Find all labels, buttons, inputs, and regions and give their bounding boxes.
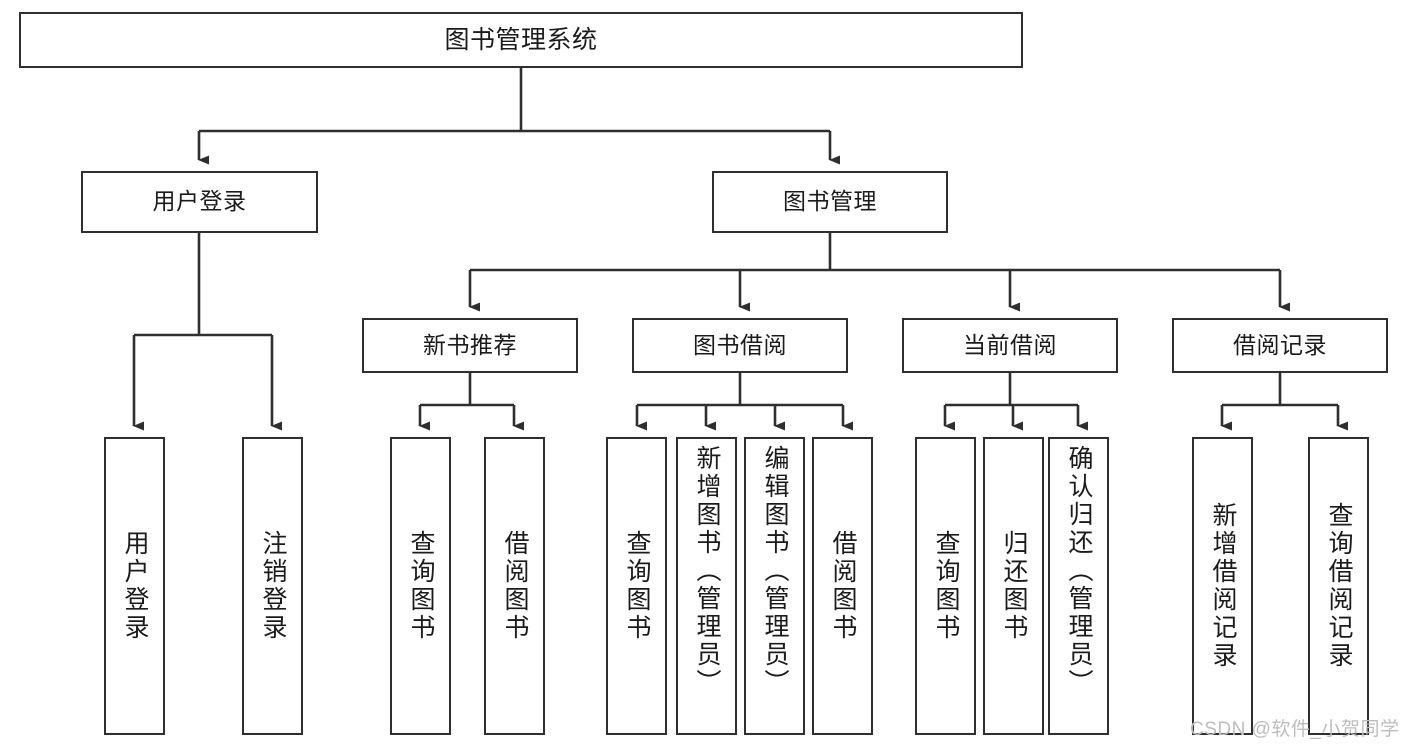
watermark-text: CSDN @软件_小贺同学 [1190, 719, 1400, 740]
node-root[interactable]: 图书管理系统 [19, 12, 1023, 68]
node-current-borrow-label: 当前借阅 [963, 331, 1057, 358]
node-root-label: 图书管理系统 [444, 26, 598, 54]
node-leaf-add-book[interactable]: 新增图书（管理员） [676, 437, 737, 735]
node-leaf-confirm-return-label: 确认归还（管理员） [1065, 445, 1093, 697]
node-book-management[interactable]: 图书管理 [712, 171, 948, 233]
node-leaf-return-book-label: 归还图书 [1000, 530, 1028, 642]
node-current-borrow[interactable]: 当前借阅 [902, 318, 1118, 373]
node-book-borrow-label: 图书借阅 [693, 331, 787, 358]
node-leaf-logout-login[interactable]: 注销登录 [242, 437, 303, 735]
node-leaf-add-borrow-record-label: 新增借阅记录 [1209, 502, 1237, 670]
node-book-management-label: 图书管理 [783, 188, 877, 215]
node-borrow-record[interactable]: 借阅记录 [1172, 318, 1388, 373]
node-new-book-recommend[interactable]: 新书推荐 [362, 318, 578, 373]
node-leaf-query-borrow-record[interactable]: 查询借阅记录 [1308, 437, 1369, 735]
node-leaf-query-book-1[interactable]: 查询图书 [390, 437, 451, 735]
node-leaf-add-book-label: 新增图书（管理员） [693, 445, 721, 697]
node-leaf-query-book-2[interactable]: 查询图书 [606, 437, 667, 735]
node-leaf-borrow-book-1-label: 借阅图书 [501, 530, 529, 642]
node-leaf-borrow-book-2[interactable]: 借阅图书 [812, 437, 873, 735]
node-leaf-query-book-2-label: 查询图书 [623, 530, 651, 642]
node-leaf-user-login[interactable]: 用户登录 [104, 437, 165, 735]
node-leaf-edit-book-label: 编辑图书（管理员） [761, 445, 789, 697]
node-leaf-query-book-1-label: 查询图书 [407, 530, 435, 642]
node-leaf-add-borrow-record[interactable]: 新增借阅记录 [1192, 437, 1253, 735]
node-leaf-return-book[interactable]: 归还图书 [983, 437, 1044, 735]
node-leaf-edit-book[interactable]: 编辑图书（管理员） [744, 437, 805, 735]
node-book-borrow[interactable]: 图书借阅 [632, 318, 848, 373]
node-leaf-logout-login-label: 注销登录 [259, 530, 287, 642]
node-leaf-query-book-3-label: 查询图书 [932, 530, 960, 642]
node-borrow-record-label: 借阅记录 [1233, 331, 1327, 358]
node-leaf-user-login-label: 用户登录 [121, 530, 149, 642]
node-leaf-confirm-return[interactable]: 确认归还（管理员） [1048, 437, 1109, 735]
node-leaf-borrow-book-1[interactable]: 借阅图书 [484, 437, 545, 735]
node-new-book-recommend-label: 新书推荐 [423, 331, 517, 358]
node-leaf-query-borrow-record-label: 查询借阅记录 [1325, 502, 1353, 670]
node-leaf-borrow-book-2-label: 借阅图书 [829, 530, 857, 642]
node-user-login-label: 用户登录 [152, 188, 247, 215]
node-leaf-query-book-3[interactable]: 查询图书 [915, 437, 976, 735]
node-user-login[interactable]: 用户登录 [81, 171, 318, 233]
